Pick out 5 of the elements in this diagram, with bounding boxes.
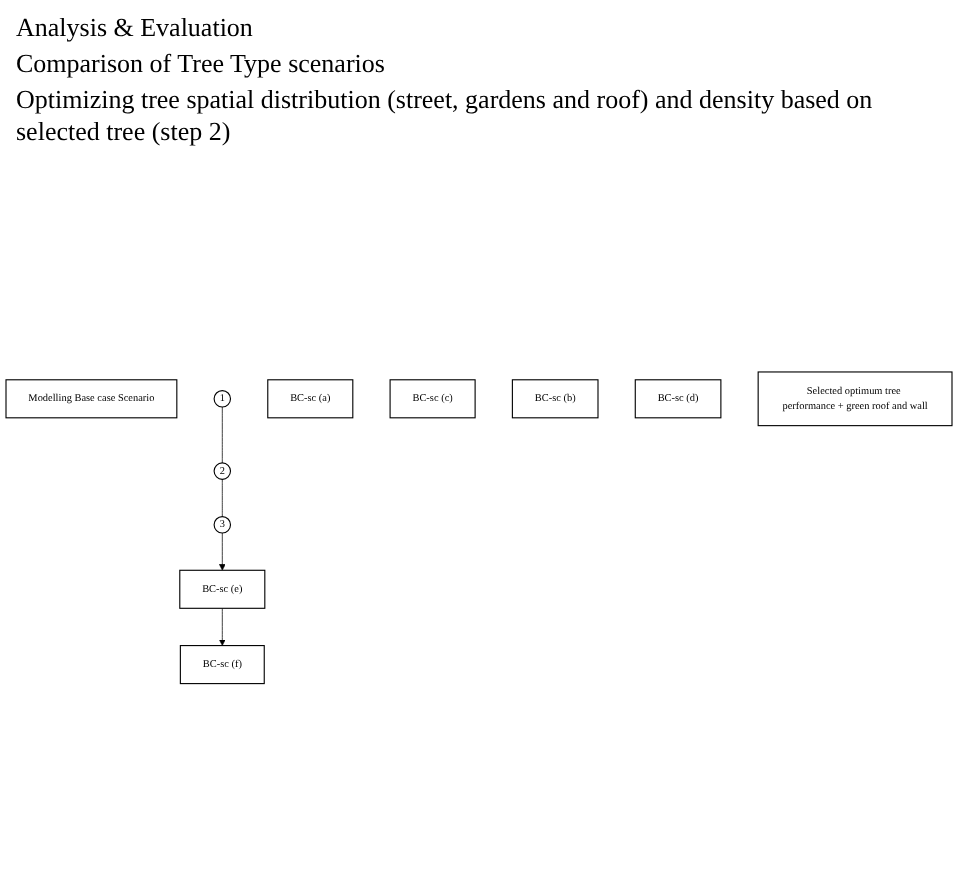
note-text: Optimizing tree spatial distribution (street, gardens and roof) and density based on selected tree (step 2) [16, 84, 875, 148]
connector [221, 478, 223, 517]
connector [221, 405, 223, 463]
note-text: Analysis & Evaluation [16, 12, 255, 44]
note-text: Comparison of Tree Type scenarios [16, 48, 387, 80]
